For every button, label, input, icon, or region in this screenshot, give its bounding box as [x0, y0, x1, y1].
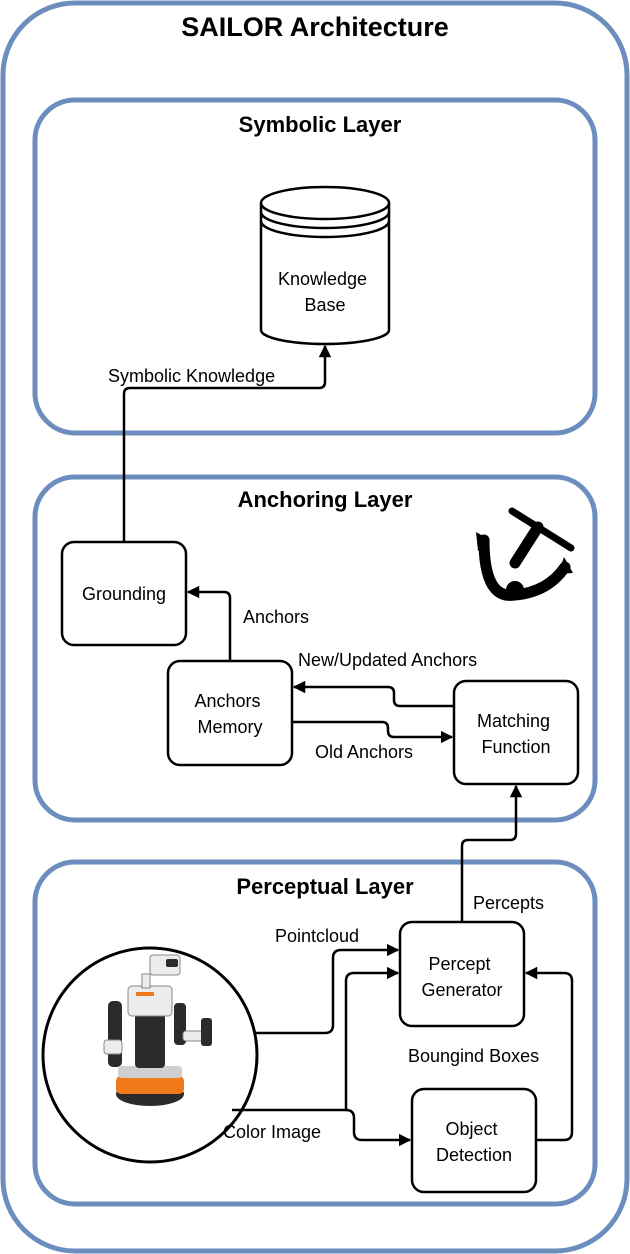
anchors-label: Anchors — [243, 607, 309, 627]
new-updated-anchors-label: New/Updated Anchors — [298, 650, 477, 670]
anchors-memory-label: Anchors — [194, 691, 260, 711]
bounding-boxes-label: Boungind Boxes — [408, 1046, 539, 1066]
anchoring-layer-frame — [32, 474, 598, 823]
color-image-to-percept-edge — [232, 966, 400, 1112]
old-anchors-edge — [292, 720, 454, 744]
symbolic-layer-title: Symbolic Layer — [239, 112, 402, 137]
percepts-edge — [460, 784, 523, 922]
pointcloud-label: Pointcloud — [275, 926, 359, 946]
object-detection-node — [410, 1087, 538, 1194]
color-image-to-detection-edge — [345, 1108, 412, 1147]
svg-text:Percept Generator: Percept Generator — [421, 954, 502, 1000]
anchoring-layer-title: Anchoring Layer — [238, 487, 413, 512]
symbolic-knowledge-edge — [122, 344, 332, 542]
object-detection-label: Object — [445, 1119, 497, 1139]
anchor-icon — [476, 507, 575, 601]
color-image-label: Color Image — [223, 1122, 321, 1142]
perceptual-layer-frame — [32, 859, 598, 1207]
svg-text:Object Detection: Object Detection — [436, 1119, 512, 1165]
robot-image — [103, 954, 212, 1106]
knowledge-base-label: Knowledge — [278, 269, 367, 289]
architecture-title: SAILOR Architecture — [181, 12, 449, 42]
matching-function-label: Function — [481, 737, 550, 757]
percepts-label: Percepts — [473, 893, 544, 913]
knowledge-base-node: Knowledge Base — [259, 185, 391, 346]
pointcloud-edge — [256, 943, 400, 1035]
object-detection-label: Detection — [436, 1145, 512, 1165]
knowledge-base-label: Base — [304, 295, 345, 315]
matching-function-node — [452, 679, 580, 786]
percept-generator-label: Generator — [421, 980, 502, 1000]
svg-text:Knowledge Base: Knowledge Base — [278, 269, 372, 315]
grounding-label: Grounding — [82, 584, 166, 604]
symbolic-layer-frame — [32, 97, 598, 436]
anchors-memory-label: Memory — [197, 717, 262, 737]
symbolic-knowledge-label: Symbolic Knowledge — [108, 366, 275, 386]
percept-generator-node — [398, 920, 526, 1028]
old-anchors-label: Old Anchors — [315, 742, 413, 762]
matching-function-label: Matching — [477, 711, 550, 731]
percept-generator-label: Percept — [428, 954, 490, 974]
svg-text:Anchors Memory: Anchors Memory — [194, 691, 265, 737]
perceptual-layer-title: Perceptual Layer — [236, 874, 414, 899]
new-updated-anchors-edge — [292, 680, 454, 708]
svg-text:Matching Function: Matching Function — [477, 711, 555, 757]
anchors-edge — [186, 585, 232, 661]
anchors-memory-node — [166, 659, 294, 767]
bounding-boxes-edge — [524, 966, 574, 1142]
